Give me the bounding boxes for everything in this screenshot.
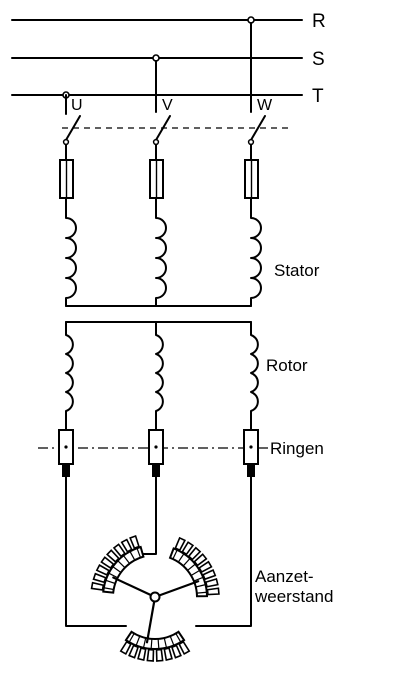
main-switch [62,111,292,161]
switch-contact-w [247,115,266,161]
rotor-coil-w [250,321,259,431]
starting-resistor [90,534,220,662]
resistor-section-bottom [119,630,191,662]
stator-windings: Stator [65,197,320,307]
slip-ring-w [243,429,259,477]
label-starter-line2: weerstand [254,587,333,606]
resistor-arm-right [153,580,200,599]
lead-to-starter-right [195,476,252,627]
lead-to-starter-bottom [65,476,127,627]
fuse-v [149,159,164,199]
slip-ring-v [148,429,164,477]
phase-taps [62,16,255,113]
rotor-coil-v [155,321,164,431]
lead-to-starter-left [135,476,157,555]
starter-leads [65,476,252,627]
label-rings: Ringen [270,439,324,458]
label-starter-line1: Aanzet- [255,567,314,586]
stator-coil-w [250,197,262,307]
switch-contact-v [152,115,171,161]
phase-labels: U V W [71,97,273,114]
stator-coil-v [155,197,167,307]
switch-contact-u [62,111,81,161]
label-line-t: T [312,86,324,107]
resistor-hub [149,591,161,603]
fuse-u [59,159,74,199]
slip-ring-u [58,429,74,477]
label-rotor: Rotor [266,356,308,375]
label-line-s: S [312,49,325,70]
stator-coil-u [65,197,77,307]
resistor-arm-bottom [145,595,157,644]
label-stator: Stator [274,261,320,280]
resistor-section-left [90,534,145,594]
label-line-r: R [312,11,326,32]
fuses [59,159,259,199]
label-phase-u: U [71,97,83,114]
slip-rings: Ringen [38,429,324,477]
resistor-arm-left [112,576,157,599]
rotor-coil-u [65,321,74,431]
fuse-w [244,159,259,199]
resistor-section-right [168,536,220,598]
label-phase-w: W [257,97,273,114]
rotor-windings: Rotor [65,321,308,431]
label-phase-v: V [162,97,173,114]
supply-lines: R S T [11,11,326,107]
